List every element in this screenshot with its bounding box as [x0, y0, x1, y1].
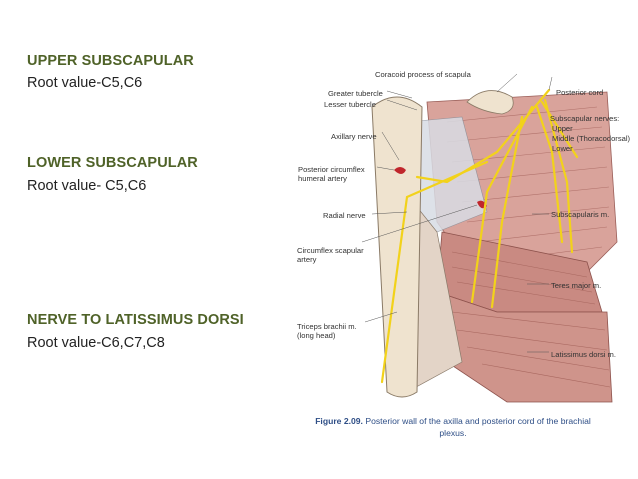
humerus-bone: [371, 96, 423, 398]
label-upper: Upper: [552, 124, 573, 133]
label-latissimus-dorsi: Latissimus dorsi m.: [551, 350, 616, 359]
figure-caption: Figure 2.09. Posterior wall of the axill…: [303, 415, 603, 439]
latissimus-dorsi-nerve-heading: NERVE TO LATISSIMUS DORSI: [27, 312, 244, 328]
label-subscapularis: Subscapularis m.: [551, 210, 610, 219]
axilla-illustration: [361, 73, 618, 403]
label-coracoid-process: Coracoid process of scapula: [375, 70, 471, 79]
lower-subscapular-heading: LOWER SUBSCAPULAR: [27, 155, 198, 171]
posterior-circumflex-artery: [394, 167, 406, 174]
upper-subscapular-root-value: Root value-C5,C6: [27, 75, 143, 91]
brachial-plexus-nerves: [380, 88, 579, 384]
label-greater-tubercle: Greater tubercle: [328, 89, 383, 98]
label-lower: Lower: [552, 144, 573, 153]
label-triceps-2: (long head): [297, 331, 336, 340]
label-subscapular-nerves: Subscapular nerves:: [550, 114, 620, 123]
caption-figure-number: Figure 2.09.: [315, 416, 363, 426]
coracoid-process: [466, 90, 514, 115]
label-radial-nerve: Radial nerve: [323, 211, 366, 220]
label-triceps-1: Triceps brachii m.: [297, 322, 357, 331]
upper-subscapular-heading: UPPER SUBSCAPULAR: [27, 53, 194, 69]
label-teres-major: Teres major m.: [551, 281, 602, 290]
label-circumflex-scapular-2: artery: [297, 255, 317, 264]
label-posterior-circumflex-1: Posterior circumflex: [298, 165, 365, 174]
label-posterior-cord: Posterior cord: [556, 88, 604, 97]
label-circumflex-scapular-1: Circumflex scapular: [297, 246, 364, 255]
subscapularis-striations: [446, 106, 610, 263]
caption-text: Posterior wall of the axilla and posteri…: [365, 416, 591, 438]
label-posterior-circumflex-2: humeral artery: [298, 174, 347, 183]
label-axillary-nerve: Axillary nerve: [331, 132, 377, 141]
label-middle-thoracodorsal: Middle (Thoracodorsal): [552, 134, 631, 143]
label-lesser-tubercle: Lesser tubercle: [324, 100, 376, 109]
lower-subscapular-root-value: Root value- C5,C6: [27, 178, 147, 194]
latissimus-dorsi-root-value: Root value-C6,C7,C8: [27, 335, 165, 351]
